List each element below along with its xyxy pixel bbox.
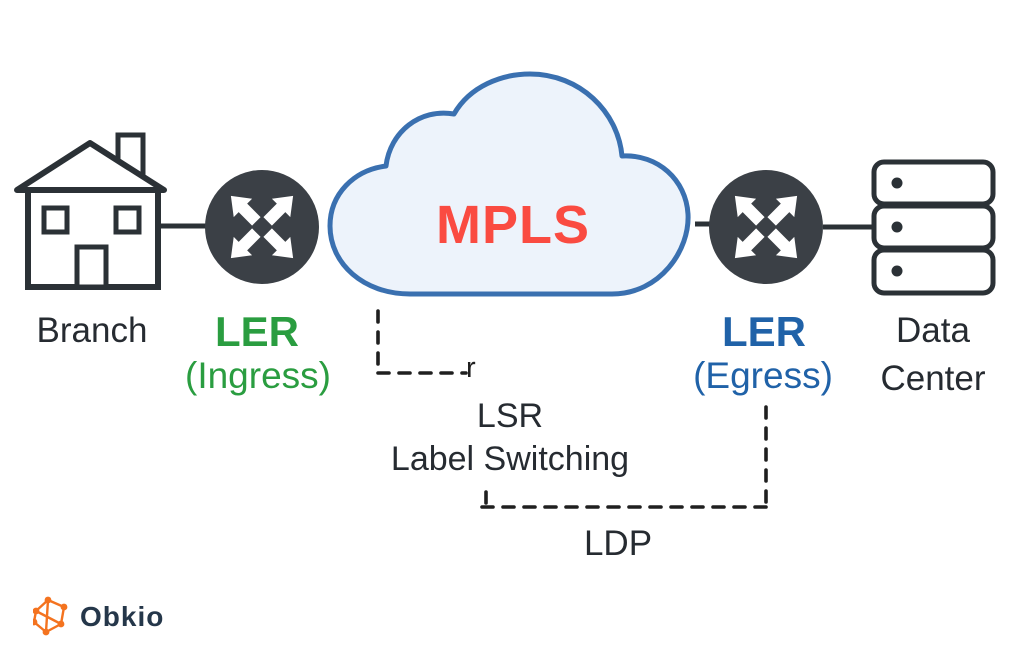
ingress-router-subtitle: (Ingress) <box>185 355 331 396</box>
server-stack-icon <box>871 159 996 296</box>
house-icon <box>14 132 167 290</box>
router-circle <box>205 170 319 284</box>
house-door <box>74 244 109 290</box>
logo-ring <box>33 598 66 634</box>
house-window-left <box>41 205 70 235</box>
server-unit <box>871 247 996 296</box>
data-center-label: Data Center <box>880 311 986 399</box>
router-arrows <box>734 195 798 259</box>
server-led <box>891 221 903 233</box>
brand-name: Obkio <box>80 601 165 632</box>
house-window-right <box>113 205 142 235</box>
branch-label: Branch <box>36 311 148 350</box>
cloud-icon <box>327 71 691 297</box>
server-led <box>891 177 903 189</box>
router-circle <box>709 170 823 284</box>
network-nodes-icon <box>33 596 68 636</box>
ingress-router-title: LER <box>215 308 299 355</box>
lsr-line-end-glyph: r <box>466 352 476 384</box>
egress-router-title: LER <box>722 308 806 355</box>
obkio-logo: Obkio <box>33 595 164 639</box>
cloud-outline <box>327 71 691 297</box>
egress-router-icon <box>709 170 823 284</box>
egress-router-subtitle: (Egress) <box>693 355 833 396</box>
mpls-cloud-label: MPLS <box>435 195 591 255</box>
server-led <box>891 265 903 277</box>
ldp-annotation: LDP <box>583 524 653 563</box>
lsr-annotation: LSR Label Switching <box>390 397 630 478</box>
ingress-router-icon <box>205 170 319 284</box>
router-arrows <box>230 195 294 259</box>
logo-chords <box>35 599 62 633</box>
